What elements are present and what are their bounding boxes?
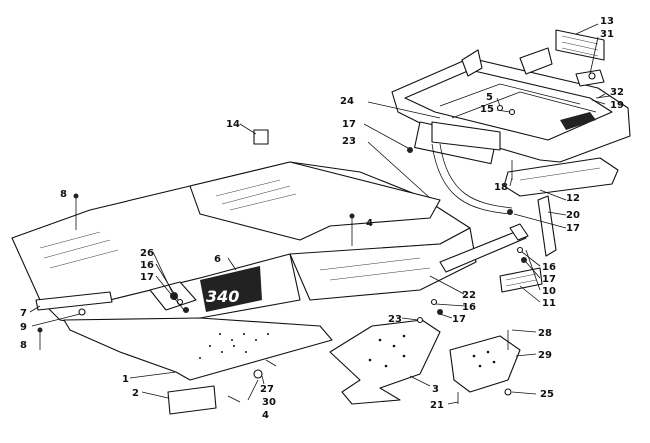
callout-30: 30 [262,397,276,408]
luggage-rack [391,47,631,165]
callout-32: 32 [610,87,624,98]
hood-panel [11,161,471,301]
callout-18: 18 [494,182,508,193]
callout-15: 15 [480,104,494,115]
leader-lines [29,23,606,405]
callout-9: 9 [20,322,27,333]
callout-8-upper: 8 [60,189,67,200]
callout-16-hinge: 16 [140,260,154,271]
rack-decal [555,29,605,61]
small-decal [253,129,269,145]
callout-14: 14 [226,119,240,130]
callout-1: 1 [122,374,129,385]
callout-7: 7 [20,308,27,319]
callout-11: 11 [542,298,556,309]
rear-panel [289,227,477,301]
lower-plate [167,385,217,415]
callout-6: 6 [214,254,221,265]
callout-26: 26 [140,248,154,259]
callout-28: 28 [538,328,552,339]
callout-20: 20 [566,210,580,221]
hinge [149,281,197,311]
tread-holes [199,333,269,359]
callout-16-lower: 16 [462,302,476,313]
rack-rail [503,157,619,197]
mounting-rail [35,291,113,311]
callout-8-lower: 8 [20,340,27,351]
callout-10: 10 [542,286,556,297]
callout-31: 31 [600,29,614,40]
footrest-bracket [449,335,521,393]
rear-support [431,143,557,257]
hardware [37,95,611,404]
rack-bracket [431,121,501,151]
callout-21: 21 [430,400,444,411]
callout-12: 12 [566,193,580,204]
callout-13: 13 [600,16,614,27]
reflector [499,267,543,293]
callout-2: 2 [132,388,139,399]
callout-17-rack: 17 [342,119,356,130]
callout-17-tube: 17 [542,274,556,285]
callout-labels: 13 31 32 19 5 15 24 14 17 23 18 12 20 17… [20,16,624,421]
callout-25: 25 [540,389,554,400]
callout-29: 29 [538,350,552,361]
callout-4-lower: 4 [262,410,269,421]
callout-17-hinge: 17 [140,272,154,283]
callout-4-upper: 4 [366,218,373,229]
callout-17-lower: 17 [452,314,466,325]
license-bracket [575,69,605,87]
hood-emblem: 340 [206,287,239,306]
callout-24: 24 [340,96,354,107]
callout-17-rail: 17 [566,223,580,234]
callout-23-upper: 23 [342,136,356,147]
callout-16-tube: 16 [542,262,556,273]
callout-19: 19 [610,100,624,111]
callout-5: 5 [486,92,493,103]
callout-3: 3 [432,384,439,395]
mount-bracket [329,319,441,405]
callout-27: 27 [260,384,274,395]
running-board [63,317,333,381]
callout-22: 22 [462,290,476,301]
callout-23-lower: 23 [388,314,402,325]
cross-tube [439,223,529,273]
